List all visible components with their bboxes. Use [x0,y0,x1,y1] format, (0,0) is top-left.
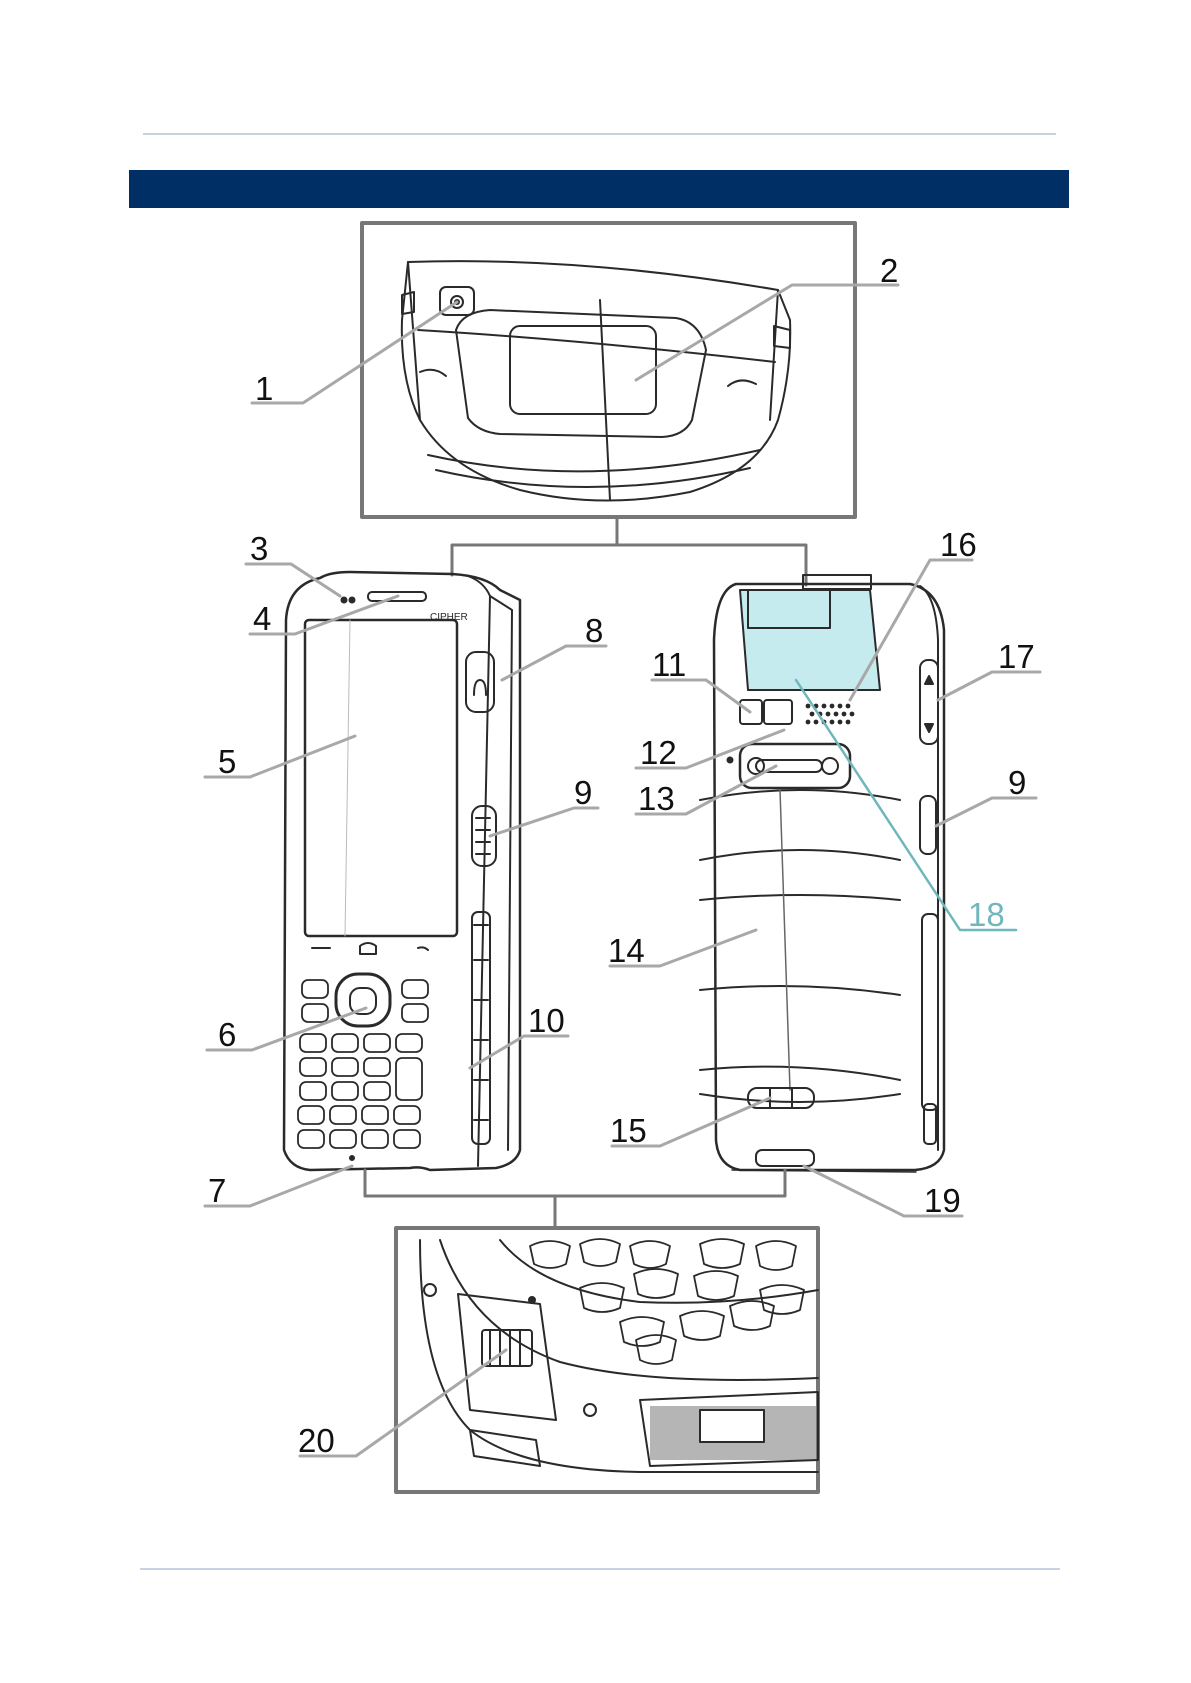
callout-12: 12 [640,734,677,771]
callout-4: 4 [253,600,271,637]
callout-8: 8 [585,612,603,649]
callout-6: 6 [218,1016,236,1053]
front-brand-mark: CIPHER [430,612,468,623]
callout-9-front: 9 [574,774,592,811]
callout-18: 18 [968,896,1005,933]
top-connector [452,518,806,585]
top-end-drawing [402,261,790,500]
back-view-drawing [700,575,944,1172]
callout-20: 20 [298,1422,335,1459]
leader-line-18 [796,680,1016,930]
bottom-connector [365,1170,785,1226]
leader-lines [205,285,1040,1456]
callout-15: 15 [610,1112,647,1149]
callout-3: 3 [250,530,268,567]
callout-7: 7 [208,1172,226,1209]
callout-2: 2 [880,252,898,289]
callout-10: 10 [528,1002,565,1039]
callout-1: 1 [255,370,273,407]
bottom-end-drawing [420,1239,818,1472]
callout-16: 16 [940,526,977,563]
front-view-drawing: CIPHER [284,572,520,1170]
callout-14: 14 [608,932,645,969]
callout-17: 17 [998,638,1035,675]
bottom-rule [140,1568,1060,1570]
callout-19: 19 [924,1182,961,1219]
callout-13: 13 [638,780,675,817]
callout-5: 5 [218,743,236,780]
callout-11: 11 [652,646,686,683]
callout-9-back: 9 [1008,764,1026,801]
